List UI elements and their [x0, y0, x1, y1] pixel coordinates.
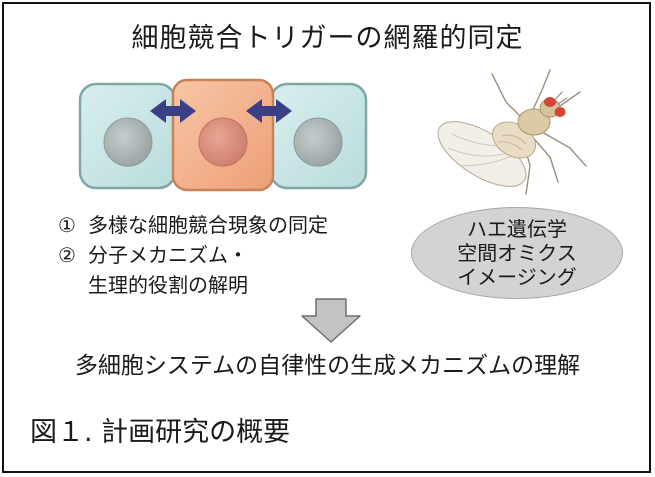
- methods-ellipse: ハエ遺伝学 空間オミクス イメージング: [411, 207, 623, 299]
- fly-eye: [544, 97, 556, 107]
- down-arrow-icon: [301, 298, 361, 343]
- item-continuation: 生理的役割の解明: [88, 273, 248, 297]
- item-text: 多様な細胞競合現象の同定: [88, 213, 328, 237]
- method-label: 空間オミクス: [457, 241, 577, 265]
- method-label: ハエ遺伝学: [467, 217, 567, 241]
- item-text: 分子メカニズム・: [88, 243, 248, 267]
- figure-caption: 図１. 計画研究の概要: [30, 417, 291, 448]
- double-arrow-icon: [246, 99, 292, 123]
- conclusion-text: 多細胞システムの自律性の生成メカニズムの理解: [74, 353, 581, 379]
- right-nucleus: [293, 117, 343, 167]
- list-item: ① 多様な細胞競合現象の同定: [58, 210, 328, 240]
- double-arrow-icon: [150, 99, 196, 123]
- cell-competition-diagram: [78, 78, 368, 192]
- figure-frame: [2, 2, 651, 473]
- list-item: ② 分子メカニズム・: [58, 240, 328, 270]
- figure-title: 細胞競合トリガーの網羅的同定: [131, 23, 524, 54]
- item-number: ①: [58, 213, 76, 237]
- left-nucleus: [103, 117, 153, 167]
- item-number: ②: [58, 243, 76, 267]
- fruit-fly-icon: [437, 69, 587, 195]
- center-nucleus: [198, 117, 248, 167]
- research-items: ① 多様な細胞競合現象の同定 ② 分子メカニズム・ 生理的役割の解明: [58, 210, 328, 300]
- fly-eye: [554, 107, 566, 117]
- method-label: イメージング: [457, 265, 577, 289]
